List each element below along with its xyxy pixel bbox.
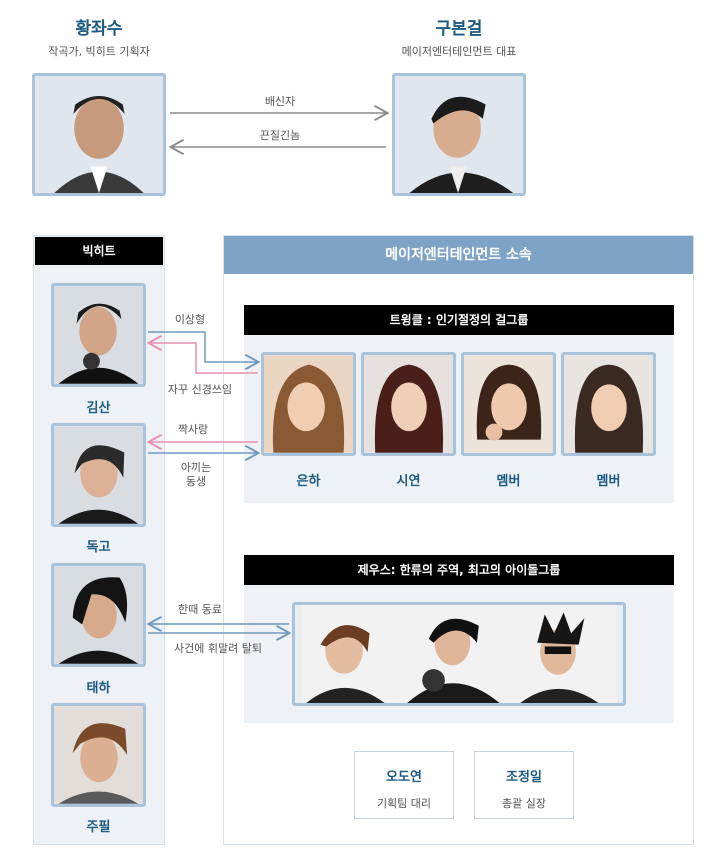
- arrow-ideal-type: [148, 331, 257, 362]
- label-crush: 짝사랑: [177, 423, 209, 436]
- label-keeps-noticing: 자꾸 신경쓰임: [167, 383, 233, 396]
- staff-card-odoyeon: 오도연 기획팀 대리: [354, 751, 454, 819]
- top-left-role: 작곡가, 빅히트 기획자: [48, 45, 150, 58]
- twinkle-member-siyeon: 시연: [396, 474, 421, 489]
- top-left-name: 황좌수: [75, 19, 123, 39]
- staff-name-jojeongil: 조정일: [506, 770, 542, 785]
- char-jupil: 주필: [86, 820, 111, 835]
- bighit-title: 빅히트: [35, 237, 163, 265]
- char-taeha: 태하: [86, 681, 111, 696]
- photo-siyeon: [361, 352, 456, 456]
- photo-jupil: [51, 703, 146, 807]
- arrow-keeps-noticing: [150, 343, 258, 374]
- top-right-name: 구본걸: [435, 19, 483, 39]
- photo-member-1: [461, 352, 556, 456]
- staff-role-odoyeon: 기획팀 대리: [376, 797, 432, 810]
- twinkle-member-3: 멤버: [496, 474, 521, 489]
- top-right-photo: [392, 73, 526, 196]
- label-left-after-incident: 사건에 휘말려 탈퇴: [174, 642, 262, 655]
- char-dokgo: 독고: [86, 540, 111, 555]
- staff-role-jojeongil: 총괄 실장: [502, 797, 546, 810]
- label-betrayer: 배신자: [264, 95, 296, 108]
- twinkle-member-4: 멤버: [596, 474, 621, 489]
- photo-zeus-group: [292, 602, 626, 706]
- label-former-colleague: 한때 동료: [178, 603, 222, 616]
- top-right-role: 메이저엔터테인먼트 대표: [401, 45, 517, 58]
- twinkle-member-eunha: 은하: [296, 474, 321, 489]
- twinkle-title: 트윙클 : 인기절정의 걸그룹: [244, 305, 674, 335]
- top-left-photo: [32, 73, 166, 196]
- photo-dokgo: [51, 423, 146, 527]
- photo-kimsan: [51, 283, 146, 387]
- staff-name-odoyeon: 오도연: [386, 770, 422, 785]
- photo-member-2: [561, 352, 656, 456]
- char-kimsan: 김산: [86, 401, 111, 416]
- major-title: 메이저엔터테인먼트 소속: [224, 236, 693, 274]
- label-ideal-type: 이상형: [174, 313, 206, 326]
- photo-eunha: [261, 352, 356, 456]
- photo-taeha: [51, 563, 146, 667]
- staff-card-jojeongil: 조정일 총괄 실장: [474, 751, 574, 819]
- label-persistent: 끈질긴놈: [259, 129, 301, 142]
- zeus-title: 제우스: 한류의 주역, 최고의 아이돌그룹: [244, 555, 674, 585]
- label-dear-sibling: 아끼는 동생: [180, 461, 212, 488]
